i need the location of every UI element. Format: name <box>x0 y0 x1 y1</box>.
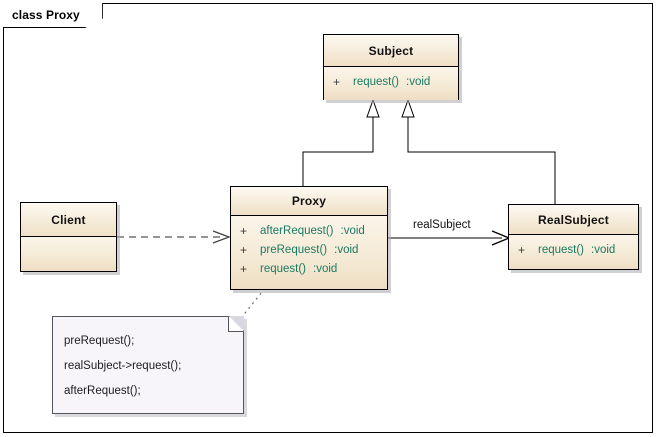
member-name: request() <box>260 262 307 275</box>
class-member: + preRequest() :void <box>231 240 387 259</box>
class-members-realsubject: + request() :void <box>509 235 638 269</box>
member-visibility: + <box>240 242 248 257</box>
class-member: + request() :void <box>324 72 458 91</box>
class-header-subject: Subject <box>324 35 458 67</box>
association-label-realsubject: realSubject <box>413 219 471 231</box>
member-visibility: + <box>240 261 248 276</box>
class-header-realsubject: RealSubject <box>509 205 638 235</box>
class-name-realsubject: RealSubject <box>538 212 609 227</box>
member-name: request() <box>353 75 400 88</box>
class-header-proxy: Proxy <box>231 187 387 216</box>
member-type: :void <box>340 224 365 237</box>
note-box[interactable]: preRequest(); realSubject->request(); af… <box>52 316 244 414</box>
member-visibility: + <box>333 74 341 89</box>
note-line: realSubject->request(); <box>64 360 182 372</box>
class-member: + request() :void <box>231 259 387 278</box>
class-members-subject: + request() :void <box>324 67 458 100</box>
member-name: afterRequest() <box>260 224 334 237</box>
class-name-subject: Subject <box>368 43 414 58</box>
class-box-realsubject[interactable]: RealSubject + request() :void <box>508 204 639 270</box>
diagram-title: class Proxy <box>12 8 80 22</box>
class-name-client: Client <box>51 212 86 227</box>
class-member: + request() :void <box>509 240 638 259</box>
member-name: preRequest() <box>260 243 328 256</box>
class-name-proxy: Proxy <box>291 194 327 208</box>
member-type: :void <box>313 262 338 275</box>
diagram-frame-tab: class Proxy <box>3 3 103 28</box>
class-member: + afterRequest() :void <box>231 221 387 240</box>
note-line: afterRequest(); <box>64 385 141 397</box>
note-line: preRequest(); <box>64 335 135 347</box>
class-header-client: Client <box>21 203 116 237</box>
member-visibility: + <box>518 242 526 257</box>
class-box-proxy[interactable]: Proxy + afterRequest() :void + preReques… <box>230 186 388 290</box>
note-content: preRequest(); realSubject->request(); af… <box>53 317 243 404</box>
class-members-proxy: + afterRequest() :void + preRequest() :v… <box>231 216 387 289</box>
class-box-client[interactable]: Client <box>20 202 117 272</box>
member-type: :void <box>591 243 616 256</box>
member-visibility: + <box>240 223 248 238</box>
member-name: request() <box>538 243 585 256</box>
member-type: :void <box>406 75 431 88</box>
member-type: :void <box>334 243 359 256</box>
class-members-client <box>21 237 116 271</box>
class-box-subject[interactable]: Subject + request() :void <box>323 34 459 100</box>
